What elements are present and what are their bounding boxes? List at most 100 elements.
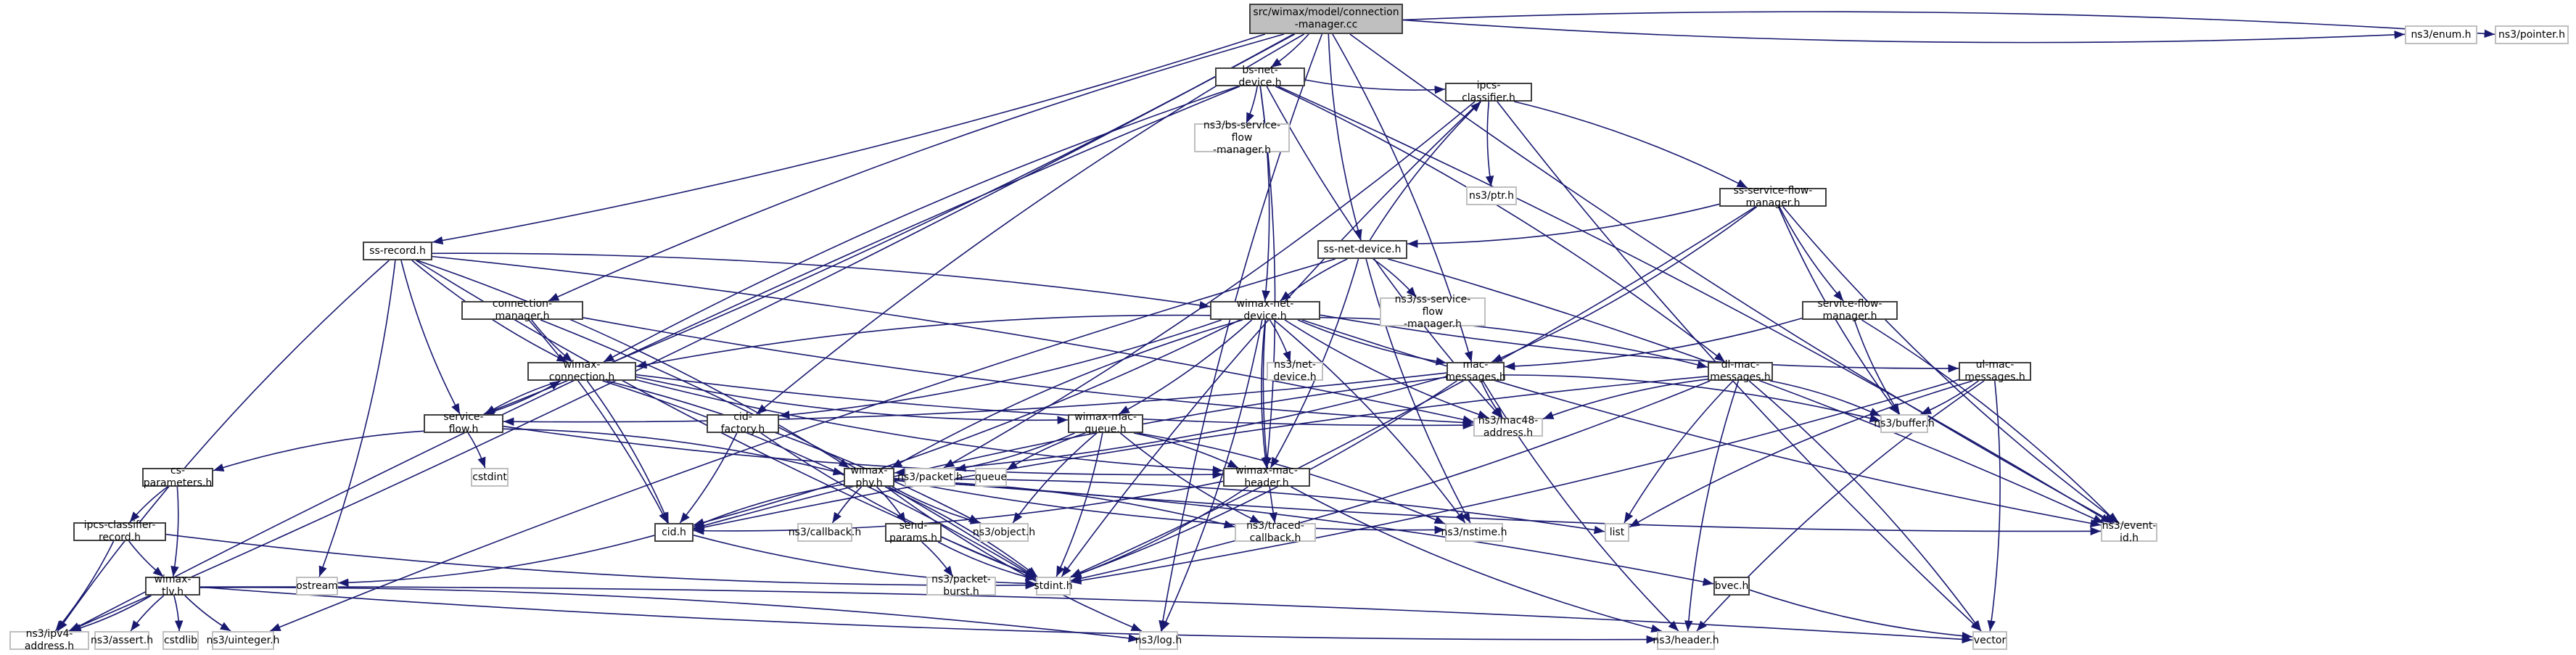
graph-node-bvec[interactable]: bvec.h <box>1713 577 1750 596</box>
graph-node-nstime: ns3/nstime.h <box>1441 523 1507 542</box>
graph-node-ns3-ss-service-flow-manager: ns3/ss-service-flow -manager.h <box>1380 294 1486 330</box>
edge-ss-net-device-to-ipcs-classifier <box>1369 101 1482 241</box>
graph-node-wimax-phy[interactable]: wimax-phy.h <box>844 465 894 489</box>
graph-node-ipcs-classifier[interactable]: ipcs-classifier.h <box>1445 80 1532 104</box>
graph-node-ostream: ostream <box>296 577 338 596</box>
edge-wimax-connection-to-wimax-mac-queue <box>635 376 1069 424</box>
edge-root-to-cid-factory <box>756 33 1305 415</box>
edge-wimax-net-device-to-wimax-mac-header <box>1261 319 1270 469</box>
edge-ipcs-classifier-record-to-stdint <box>165 533 1037 590</box>
edge-connection-manager-to-cid <box>528 319 668 524</box>
edge-root-to-ss-net-device <box>1328 33 1362 241</box>
graph-node-pointer: ns3/pointer.h <box>2495 25 2569 44</box>
graph-node-ipcs-classifier-record[interactable]: ipcs-classifier-record.h <box>73 519 166 543</box>
edge-root-to-connection-manager <box>548 33 1285 302</box>
graph-node-connection-manager[interactable]: connection-manager.h <box>461 298 583 322</box>
edge-wimax-phy-to-nstime <box>894 479 1446 535</box>
graph-node-net-device: ns3/net-device.h <box>1267 359 1323 383</box>
edge-root-to-pointer <box>1402 11 2495 38</box>
graph-node-service-flow-manager[interactable]: service-flow-manager.h <box>1802 298 1898 322</box>
edge-wimax-tlv-to-cstdlib <box>173 595 184 632</box>
edge-send-params-to-packet-burst <box>921 541 954 577</box>
graph-node-cstdint: cstdint <box>471 468 509 487</box>
edge-wimax-phy-to-send-params <box>876 486 907 524</box>
edge-wimax-mac-header-to-cid <box>693 480 1224 535</box>
graph-node-wimax-connection[interactable]: wimax-connection.h <box>527 359 636 383</box>
edge-ul-mac-messages-to-buffer <box>1920 380 1979 415</box>
edge-mac-messages-to-header <box>1482 380 1679 632</box>
edge-ss-record-to-wimax-net-device <box>432 252 1211 310</box>
graph-node-root[interactable]: src/wimax/model/connection -manager.cc <box>1249 4 1403 34</box>
graph-node-dl-mac-messages[interactable]: dl-mac-messages.h <box>1708 359 1773 383</box>
graph-node-assert: ns3/assert.h <box>91 631 153 650</box>
graph-node-stdint: stdint.h <box>1034 577 1073 596</box>
edge-ipcs-classifier-record-to-ipv4-address <box>54 540 115 632</box>
graph-node-ss-net-device[interactable]: ss-net-device.h <box>1317 240 1407 259</box>
edge-wimax-mac-queue-to-queue <box>1006 432 1086 471</box>
graph-node-service-flow[interactable]: service-flow.h <box>424 411 503 435</box>
graph-node-wimax-mac-queue[interactable]: wimax-mac-queue.h <box>1068 411 1143 435</box>
edge-cs-parameters-to-ipcs-classifier-record <box>129 486 168 523</box>
edge-dl-mac-messages-to-buffer <box>1769 380 1881 417</box>
edge-service-flow-manager-to-event-id <box>1861 319 2118 524</box>
edge-ss-net-device-to-ns3-ss-service-flow-manager <box>1373 258 1417 298</box>
edge-dl-mac-messages-to-vector <box>1748 380 1982 632</box>
graph-node-ss-record[interactable]: ss-record.h <box>363 242 432 260</box>
graph-node-mac-messages[interactable]: mac-messages.h <box>1445 359 1506 383</box>
edge-cid-to-ostream <box>337 535 655 587</box>
edge-root-to-service-flow <box>483 33 1294 415</box>
edge-service-flow-to-wimax-mac-header <box>503 425 1224 479</box>
graph-node-log: ns3/log.h <box>1135 631 1182 650</box>
edge-connection-manager-to-stdint <box>540 319 1037 578</box>
edge-root-to-event-id <box>1349 33 2115 524</box>
edge-wimax-net-device-to-nstime <box>1273 319 1466 524</box>
graph-node-ss-service-flow-manager[interactable]: ss-service-flow-manager.h <box>1719 185 1827 209</box>
edge-wimax-tlv-to-uinteger <box>184 595 231 632</box>
graph-node-send-params[interactable]: send-params.h <box>885 520 942 544</box>
graph-node-cs-parameters[interactable]: cs-parameters.h <box>142 465 213 489</box>
edge-ipcs-classifier-to-ptr <box>1485 101 1494 187</box>
graph-node-bs-net-device[interactable]: bs-net-device.h <box>1215 65 1305 88</box>
edge-ipcs-classifier-record-to-wimax-tlv <box>128 540 164 577</box>
graph-node-cid[interactable]: cid.h <box>654 523 694 542</box>
edge-wimax-net-device-to-net-device <box>1269 319 1291 363</box>
edge-cid-factory-to-stdint <box>760 432 1037 578</box>
graph-node-mac48-address: ns3/mac48-address.h <box>1473 415 1543 439</box>
edge-wimax-net-device-to-wimax-connection <box>635 314 1211 369</box>
edge-dl-mac-messages-to-list <box>1624 380 1734 524</box>
edge-wimax-net-device-to-dl-mac-messages <box>1320 316 1708 369</box>
edge-wimax-mac-header-to-stdint <box>1070 486 1248 578</box>
edge-root-to-enum <box>1402 19 2406 44</box>
graph-node-buffer: ns3/buffer.h <box>1874 414 1935 433</box>
edge-wimax-phy-to-stdint <box>884 486 1038 577</box>
edge-bs-net-device-to-wimax-connection <box>603 86 1239 363</box>
edge-wimax-connection-to-wimax-mac-header <box>635 379 1224 474</box>
edge-wimax-mac-queue-to-traced-callback <box>1119 432 1262 524</box>
graph-node-vector: vector <box>1972 631 2007 650</box>
edge-wimax-mac-queue-to-object <box>1012 432 1098 524</box>
edge-ss-net-device-to-nstime <box>1365 258 1471 524</box>
edge-wimax-phy-to-callback <box>831 486 863 524</box>
edge-wimax-tlv-to-log <box>199 587 1140 643</box>
edge-ss-service-flow-manager-to-stdint <box>1070 206 1756 577</box>
edge-ss-net-device-to-wimax-net-device <box>1280 258 1348 302</box>
edge-wimax-phy-to-bvec <box>894 479 1714 586</box>
edge-service-flow-to-wimax-phy <box>503 428 844 476</box>
edge-dl-mac-messages-to-cid <box>693 375 1708 532</box>
edge-bvec-to-vector <box>1749 589 1973 640</box>
edge-wimax-mac-queue-to-packet <box>955 432 1075 472</box>
graph-node-ptr: ns3/ptr.h <box>1466 186 1517 205</box>
graph-node-object: ns3/object.h <box>973 523 1035 542</box>
graph-node-packet-burst: ns3/packet-burst.h <box>926 574 996 598</box>
graph-node-cstdlib: cstdlib <box>162 631 199 650</box>
graph-node-wimax-mac-header[interactable]: wimax-mac-header.h <box>1223 465 1310 489</box>
edge-ss-service-flow-manager-to-mac-messages <box>1491 206 1758 363</box>
graph-node-cid-factory[interactable]: cid-factory.h <box>707 411 779 435</box>
graph-node-wimax-tlv[interactable]: wimax-tlv.h <box>145 574 200 598</box>
edge-wimax-tlv-to-assert <box>130 595 165 632</box>
graph-node-wimax-net-device[interactable]: wimax-net-device.h <box>1210 298 1320 322</box>
graph-node-ul-mac-messages[interactable]: ul-mac-messages.h <box>1959 359 2031 383</box>
graph-node-callback: ns3/callback.h <box>789 523 861 542</box>
edge-wimax-net-device-to-mac-messages <box>1297 319 1447 366</box>
